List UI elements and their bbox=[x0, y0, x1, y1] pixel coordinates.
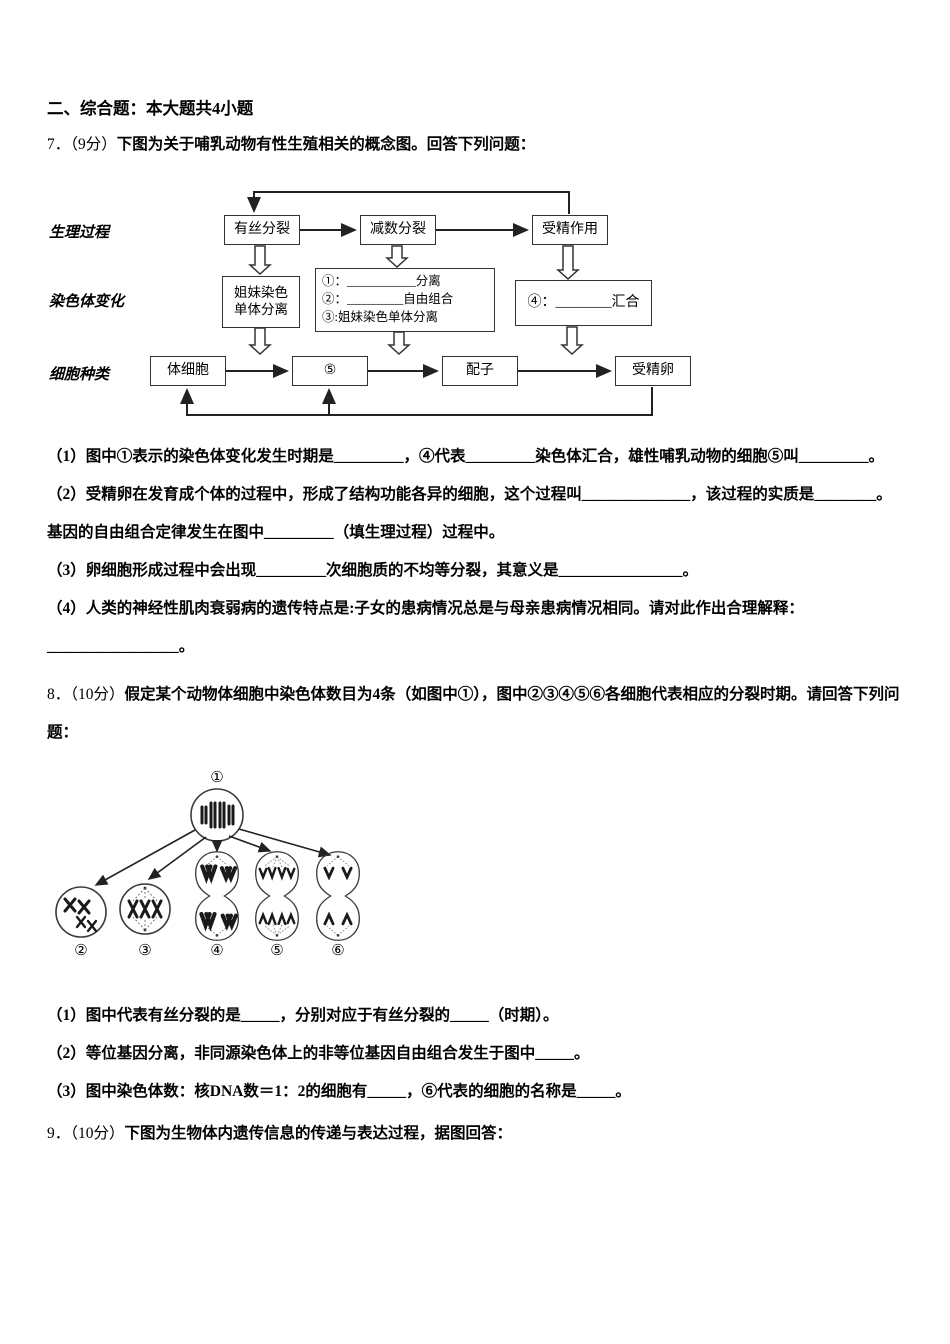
cell-5-label: ⑤ bbox=[270, 941, 283, 959]
box-chromosome-change-list: ①：___________分离 ②：_________自由组合 ③:姐妹染色单体… bbox=[315, 268, 495, 332]
cell-1-mother bbox=[190, 788, 244, 842]
q9-score: （10分） bbox=[70, 1125, 125, 1142]
q9-stem: 9．（10分）下图为生物体内遗传信息的传递与表达过程，据图回答： bbox=[47, 1115, 905, 1153]
center-box-line2: ②：_________自由组合 bbox=[322, 292, 454, 307]
q8-score: （10分） bbox=[70, 686, 125, 703]
row-label-physiological-process: 生理过程 bbox=[49, 225, 110, 241]
q8-number: 8． bbox=[47, 686, 71, 703]
box-meiosis: 减数分裂 bbox=[360, 215, 436, 245]
concept-diagram-arrows bbox=[180, 191, 653, 416]
cell-1-label: ① bbox=[210, 768, 223, 786]
block-arrow-fertilization-down bbox=[556, 245, 580, 281]
q7-score: （9分） bbox=[70, 136, 117, 153]
box-sister-chromatid-separation: 姐妹染色 单体分离 bbox=[222, 276, 300, 328]
box-mitosis: 有丝分裂 bbox=[224, 215, 300, 245]
box-gamete: 配子 bbox=[442, 356, 518, 386]
q7-sub-4: （4）人类的神经性肌肉衰弱病的遗传特点是:子女的患病情况总是与母亲患病情况相同。… bbox=[47, 600, 804, 655]
block-arrow-center-down bbox=[387, 331, 411, 356]
sister-box-line2: 单体分离 bbox=[234, 302, 288, 317]
row-label-cell-type: 细胞种类 bbox=[49, 367, 110, 383]
arrow-zygote-to-somatic bbox=[180, 387, 653, 416]
q8-stem: 8．（10分）假定某个动物体细胞中染色体数目为4条（如图中①），图中②③④⑤⑥各… bbox=[47, 676, 905, 752]
q7-stem: 7．（9分）下图为关于哺乳动物有性生殖相关的概念图。回答下列问题： bbox=[47, 126, 905, 164]
q7-stem-text: 下图为关于哺乳动物有性生殖相关的概念图。回答下列问题： bbox=[116, 136, 536, 153]
q8-sub-2: （2）等位基因分离，非同源染色体上的非等位基因自由组合发生于图中_____。 bbox=[47, 1045, 590, 1062]
cell-4-label: ④ bbox=[210, 941, 223, 959]
section-header: 二、综合题：本大题共4小题 bbox=[47, 99, 254, 118]
box-cell-5: ⑤ bbox=[292, 356, 368, 386]
arrows-to-daughter-cells bbox=[94, 828, 332, 886]
arrow-fertilization-to-mitosis bbox=[247, 191, 570, 214]
q8-sub-3: （3）图中染色体数：核DNA数＝1：2的细胞有_____，⑥代表的细胞的名称是_… bbox=[47, 1083, 631, 1100]
block-arrow-meiosis-down bbox=[385, 245, 409, 269]
block-arrow-confluence-down bbox=[560, 326, 584, 356]
q7-sub-3: （3）卵细胞形成过程中会出现_________次细胞质的不均等分裂，其意义是__… bbox=[47, 562, 699, 579]
block-arrow-mitosis-down bbox=[248, 245, 272, 276]
q8-stem-text: 假定某个动物体细胞中染色体数目为4条（如图中①），图中②③④⑤⑥各细胞代表相应的… bbox=[47, 686, 900, 741]
cell-3 bbox=[119, 883, 171, 935]
row-label-chromosome-change: 染色体变化 bbox=[49, 294, 125, 310]
exam-page: 二、综合题：本大题共4小题 7．（9分）下图为关于哺乳动物有性生殖相关的概念图。… bbox=[47, 99, 905, 1153]
cell-6-label: ⑥ bbox=[331, 941, 344, 959]
center-box-line3: ③:姐妹染色单体分离 bbox=[322, 310, 438, 325]
cell-2 bbox=[55, 886, 107, 938]
center-box-line1: ①：___________分离 bbox=[322, 274, 441, 288]
box-fertilization: 受精作用 bbox=[532, 215, 608, 245]
q7-sub-1: （1）图中①表示的染色体变化发生时期是_________，④代表________… bbox=[47, 448, 885, 465]
q8-cell-division-figure: ① bbox=[55, 768, 360, 959]
cell-5 bbox=[255, 851, 299, 941]
sister-box-line1: 姐妹染色 bbox=[234, 285, 288, 301]
cell-4 bbox=[195, 851, 239, 941]
box-somatic-cell: 体细胞 bbox=[150, 356, 226, 386]
cell-2-label: ② bbox=[74, 941, 87, 959]
box-confluence: ④：________汇合 bbox=[515, 280, 652, 326]
q8-sub-1: （1）图中代表有丝分裂的是_____，分别对应于有丝分裂的_____（时期）。 bbox=[47, 1007, 559, 1024]
block-arrow-sister-down bbox=[248, 327, 272, 356]
q9-number: 9． bbox=[47, 1125, 71, 1142]
cell-3-label: ③ bbox=[138, 941, 151, 959]
cell-6 bbox=[316, 851, 360, 941]
q7-number: 7． bbox=[47, 136, 71, 153]
q7-concept-diagram: 生理过程 染色体变化 细胞种类 有丝分裂 减数分裂 受精作用 姐妹染色 单体分离… bbox=[47, 178, 707, 430]
q7-sub-2: （2）受精卵在发育成个体的过程中，形成了结构功能各异的细胞，这个过程叫_____… bbox=[47, 486, 892, 541]
spacer bbox=[47, 971, 905, 997]
q9-stem-text: 下图为生物体内遗传信息的传递与表达过程，据图回答： bbox=[124, 1125, 513, 1142]
box-zygote: 受精卵 bbox=[615, 356, 691, 386]
